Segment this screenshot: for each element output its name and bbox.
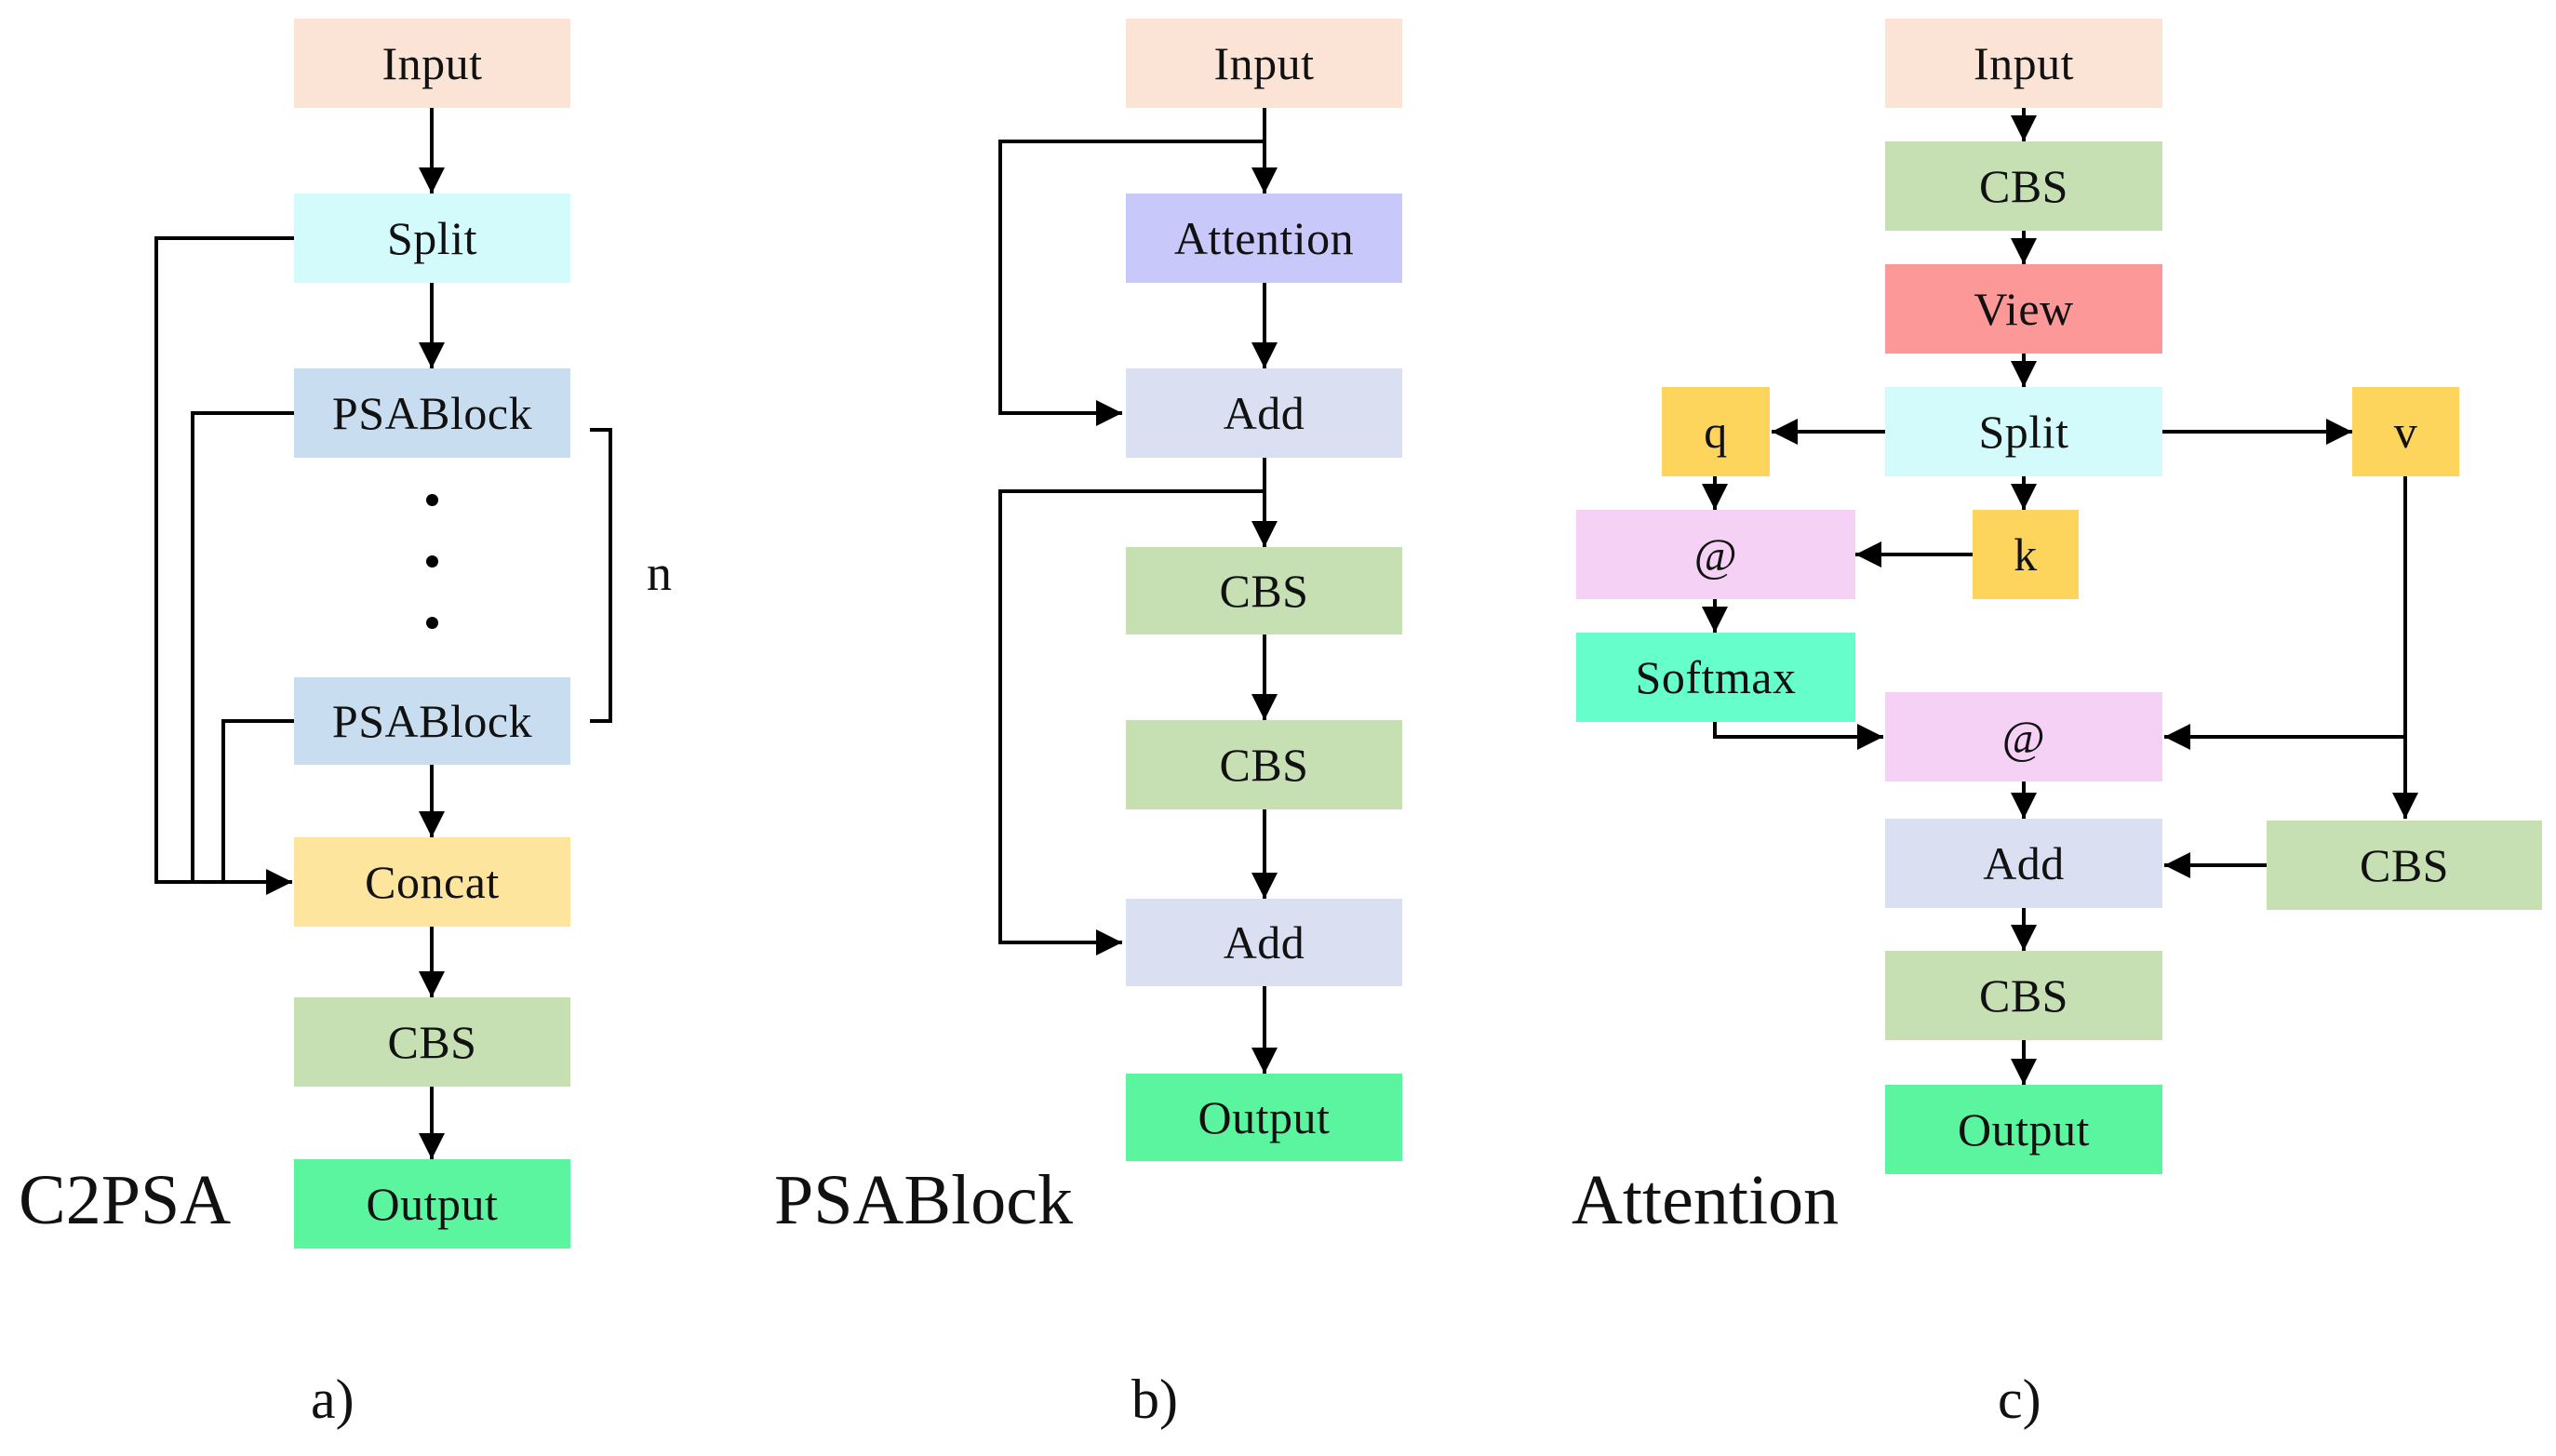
ellipsis-dot	[426, 617, 438, 629]
wire-b-residual-2	[998, 489, 1265, 955]
b-cbs-box-1: CBS	[1126, 547, 1402, 634]
b-add-box-1: Add	[1126, 368, 1402, 458]
c-view-box: View	[1885, 264, 2162, 354]
b-output-box: Output	[1126, 1074, 1402, 1161]
c-v-box: v	[2352, 387, 2459, 476]
wire-b-residual-1	[998, 140, 1265, 426]
a-cbs-box: CBS	[294, 997, 570, 1087]
b-attention-box: Attention	[1126, 194, 1402, 283]
c-add-box: Add	[1885, 819, 2162, 908]
ellipsis-dot	[426, 494, 438, 506]
repeat-count-label: n	[647, 545, 672, 601]
c-k-box: k	[1973, 510, 2079, 599]
c-input-box: Input	[1885, 19, 2162, 108]
a-psablock-box-2: PSABlock	[294, 677, 570, 765]
c-output-box: Output	[1885, 1085, 2162, 1174]
c-q-box: q	[1662, 387, 1770, 476]
a-output-box: Output	[294, 1159, 570, 1249]
c-split-box: Split	[1885, 387, 2162, 476]
panel-b-sublabel: b)	[1131, 1369, 1178, 1430]
c-matmul-box-2: @	[1885, 692, 2162, 781]
b-add-box-2: Add	[1126, 899, 1402, 986]
wire-a-psablock1-skip	[191, 411, 294, 882]
panel-b-title: PSABlock	[774, 1161, 1073, 1239]
a-concat-box: Concat	[294, 837, 570, 927]
b-input-box: Input	[1126, 19, 1402, 108]
b-cbs-box-2: CBS	[1126, 720, 1402, 809]
a-psablock-box-1: PSABlock	[294, 368, 570, 458]
panel-a-title: C2PSA	[19, 1161, 232, 1239]
c-softmax-box: Softmax	[1576, 633, 1855, 722]
repeat-bracket	[590, 428, 612, 723]
a-split-box: Split	[294, 194, 570, 283]
c-cbs-box-1: CBS	[1885, 141, 2162, 231]
c-cbs-side-box: CBS	[2267, 821, 2542, 910]
arrow-c-softmax-matmul	[1713, 722, 1883, 750]
wire-a-psablock2-skip	[221, 719, 294, 882]
ellipsis-dot	[426, 555, 438, 568]
c-cbs-box-2: CBS	[1885, 951, 2162, 1040]
panel-c-title: Attention	[1572, 1161, 1840, 1239]
panel-a-sublabel: a)	[311, 1369, 355, 1430]
a-input-box: Input	[294, 19, 570, 108]
panel-c-sublabel: c)	[1998, 1369, 2041, 1430]
c-matmul-box-1: @	[1576, 510, 1855, 599]
